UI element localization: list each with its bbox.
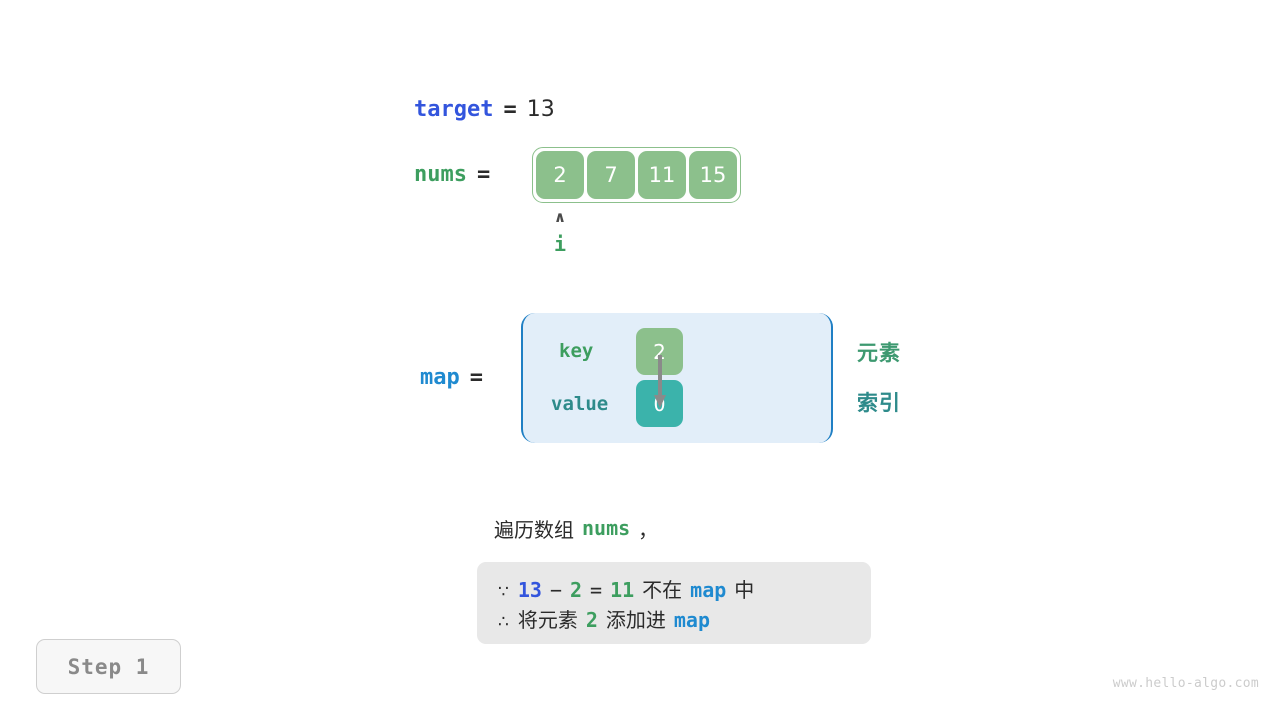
map-value-cell-text: 0 [653,391,666,416]
nums-array-container: 2 7 11 15 [532,147,741,203]
target-variable-row: target = 13 [414,93,555,125]
note1-map-token: map [690,578,727,602]
note2-text-start: 将元素 [517,608,578,632]
map-variable-row: map = [420,361,493,393]
array-index-pointer: ∧ i [536,208,584,256]
caption-nums-token: nums [582,516,631,540]
map-value-label: value [551,393,609,415]
array-cell: 11 [638,151,686,199]
note2-value: 2 [585,608,598,632]
step-badge: Step 1 [36,639,181,694]
nums-variable-name: nums [414,161,467,187]
array-cell: 7 [587,151,635,199]
explanation-box: ∵ 13 − 2 = 11 不在 map 中 ∴ 将元素 2 添加进 map [477,562,871,644]
note1-equals-op: = [590,578,603,602]
note2-text-mid: 添加进 [605,608,666,632]
target-equals-sign: = [503,96,517,122]
therefore-symbol: ∴ [498,612,509,632]
watermark: www.hello-algo.com [1112,676,1259,691]
map-variable-name: map [420,364,460,390]
caption-prefix: 遍历数组 [494,517,574,542]
caret-up-icon: ∧ [553,208,567,226]
nums-variable-row: nums = [414,158,500,190]
map-container: key value 2 0 [521,313,833,443]
note2-map-token: map [673,608,710,632]
note1-text-end: 中 [734,578,755,602]
map-equals-sign: = [469,364,483,390]
array-cell: 2 [536,151,584,199]
target-variable-name: target [414,96,494,122]
note1-current-value: 2 [569,578,583,602]
map-key-label: key [559,340,594,362]
note1-minus-op: − [549,578,562,602]
note1-text-mid: 不在 [642,578,683,602]
caption-suffix: ， [638,517,659,542]
map-value-cell: 0 [636,380,683,427]
explanation-line-1: ∵ 13 − 2 = 11 不在 map 中 [498,574,871,604]
map-key-cell: 2 [636,328,683,375]
side-label-index: 索引 [857,391,901,415]
because-symbol: ∵ [498,582,509,602]
explanation-line-2: ∴ 将元素 2 添加进 map [498,604,871,634]
array-cell: 15 [689,151,737,199]
target-value: 13 [526,96,555,122]
side-label-element: 元素 [857,341,901,365]
note1-result-value: 11 [610,578,635,602]
note1-target-value: 13 [517,578,542,602]
caption-line: 遍历数组 nums ， [494,514,658,542]
pointer-label: i [553,232,567,256]
nums-equals-sign: = [476,161,491,187]
